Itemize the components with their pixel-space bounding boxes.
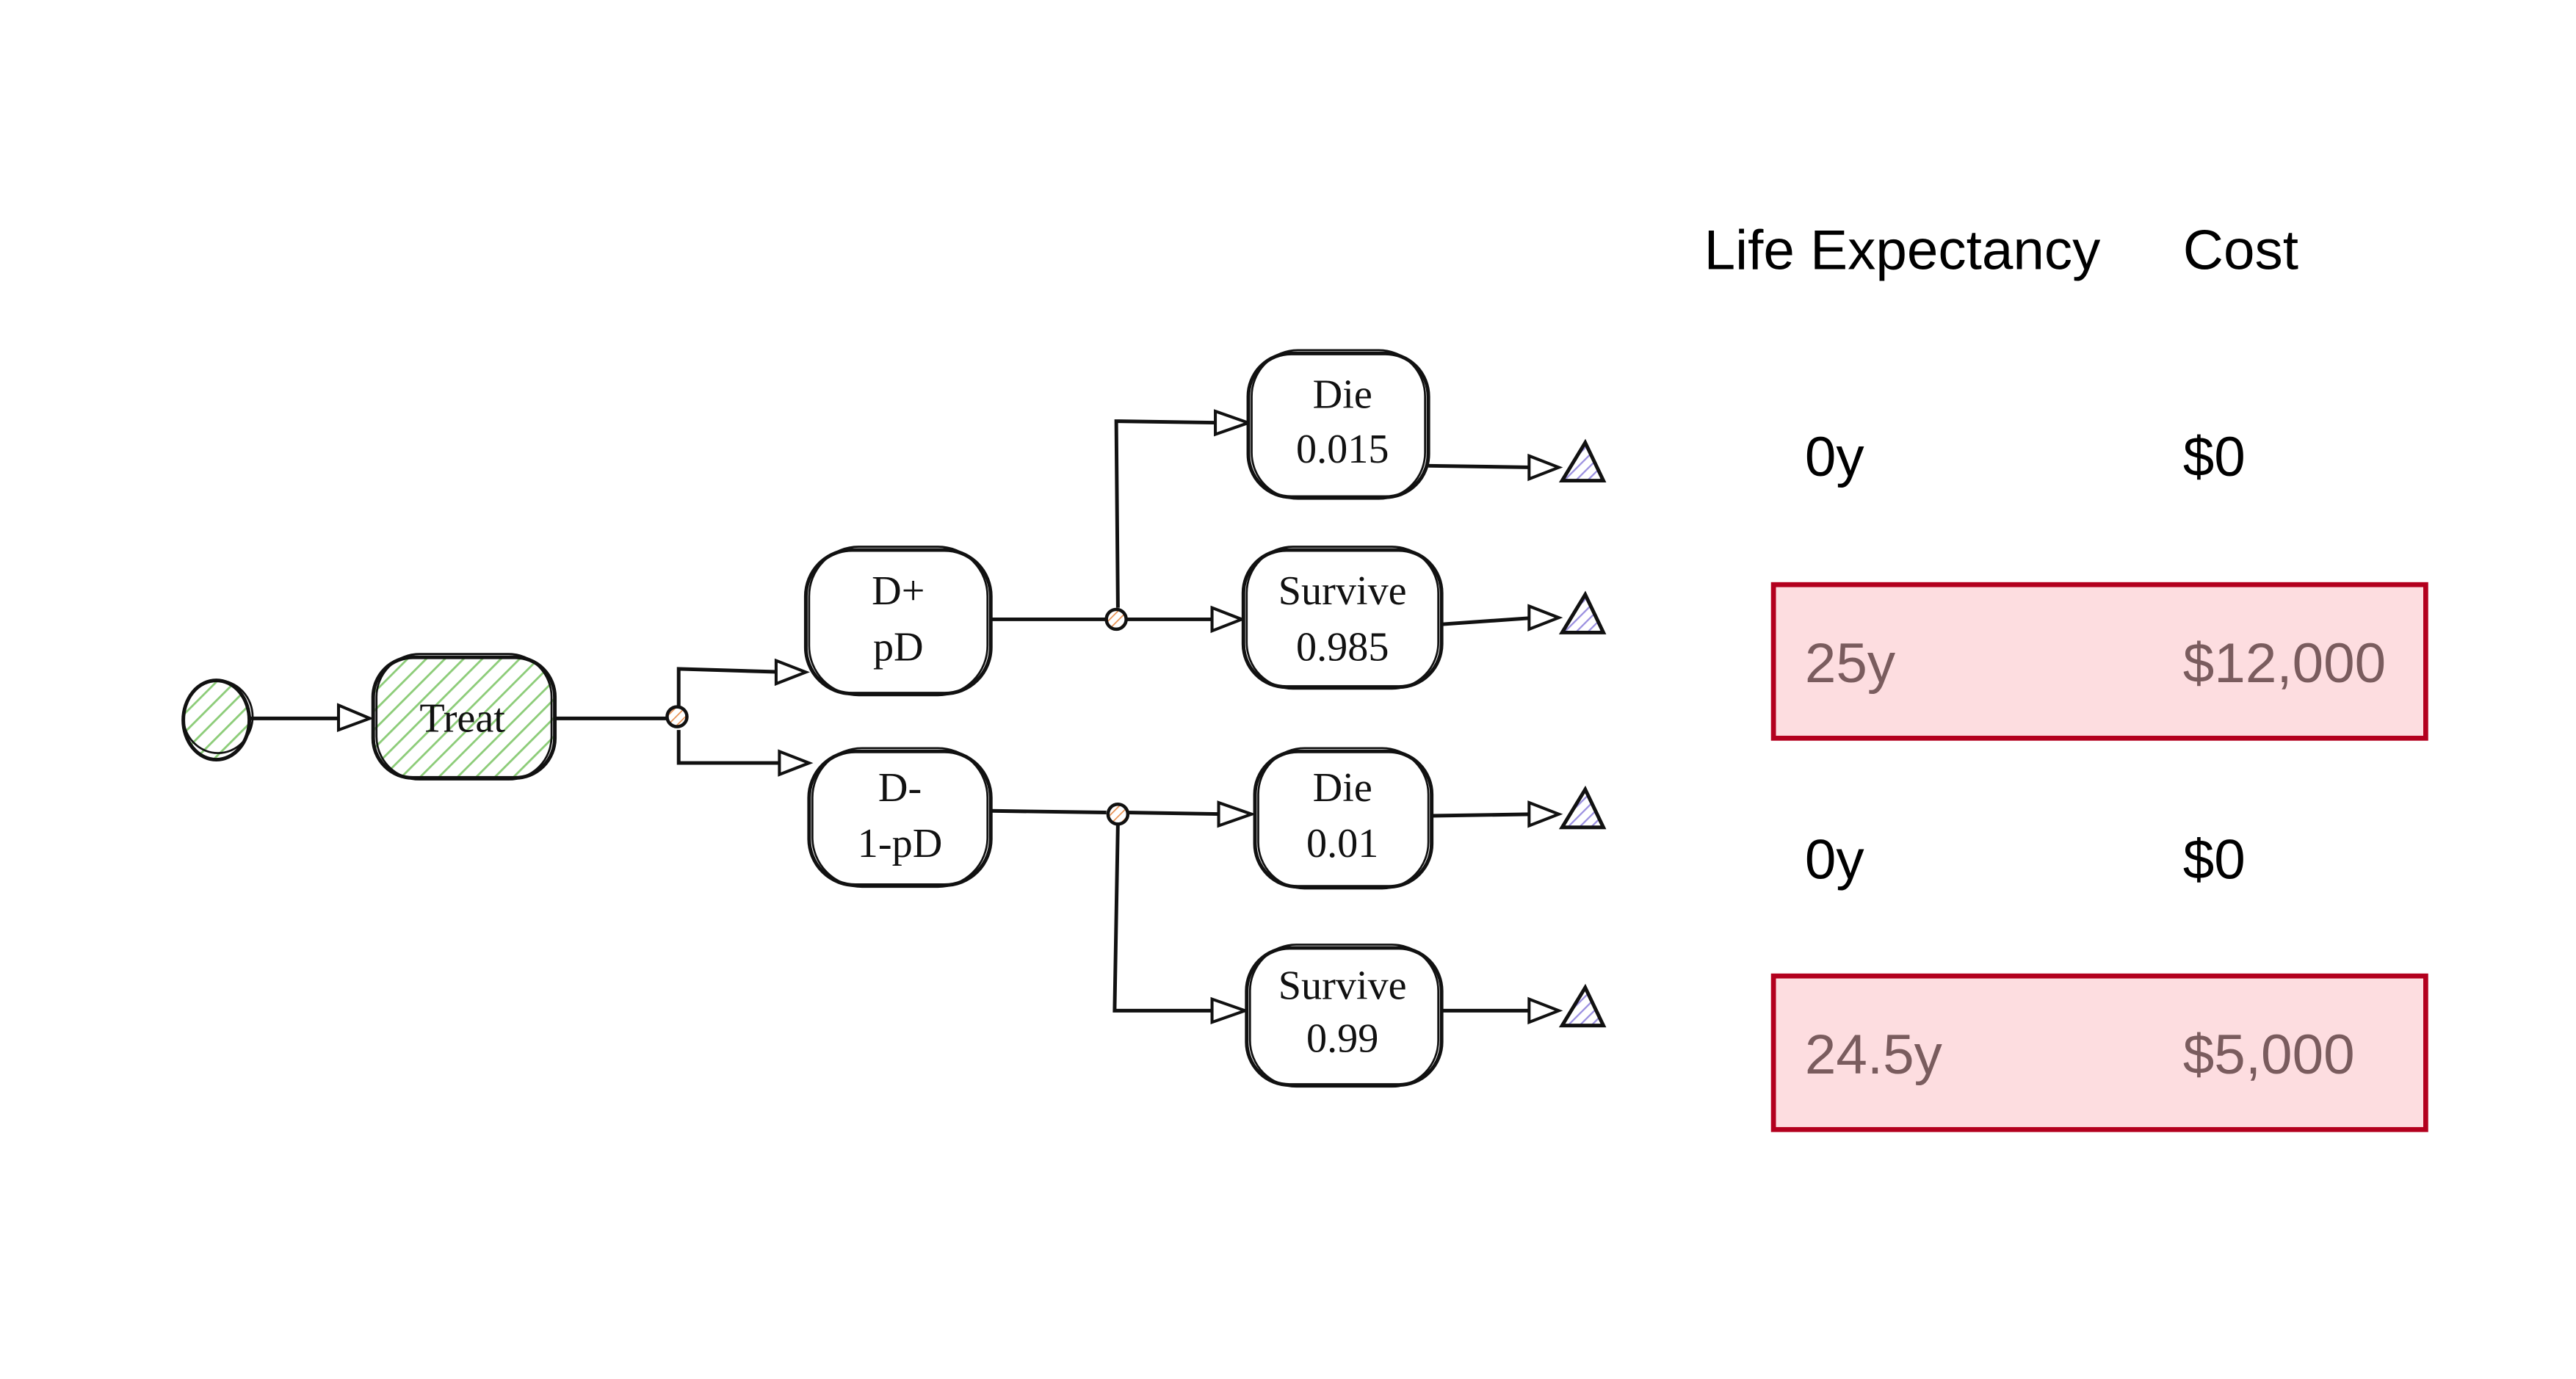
decision-node-treat[interactable]: Treat [371, 653, 557, 781]
row-life: 25y [1805, 632, 1896, 695]
row-life: 0y [1805, 828, 1865, 891]
branch-label: D- [878, 765, 922, 811]
branch-node-d-minus[interactable]: D- 1-pD [807, 747, 993, 888]
decision-label: Treat [419, 695, 505, 741]
outcome-prob: 0.01 [1306, 821, 1378, 866]
row-life: 24.5y [1805, 1024, 1943, 1086]
highlight-box [1770, 973, 2428, 1132]
outcome-prob: 0.015 [1296, 427, 1389, 472]
outcome-label: Die [1313, 765, 1372, 811]
terminal-nodes [1558, 438, 1607, 1028]
arrowhead-icon [1214, 409, 1253, 437]
arrowhead-icon [1217, 800, 1256, 828]
row-life: 0y [1805, 426, 1865, 488]
arrowhead-icon [1527, 800, 1563, 828]
outcome-label: Die [1313, 372, 1372, 418]
arrowhead-icon [336, 703, 375, 732]
outcome-node-die-1[interactable]: Die 0.015 [1246, 349, 1430, 500]
outcome-table: Life Expectancy Cost 0y $0 25y $12,000 0… [1704, 220, 2428, 1132]
arrowhead-icon [1210, 605, 1246, 634]
terminal-triangle-icon[interactable] [1558, 785, 1607, 830]
header-cost: Cost [2183, 220, 2298, 282]
start-node[interactable] [181, 678, 254, 762]
branch-prob: pD [873, 625, 924, 670]
outcome-prob: 0.985 [1296, 625, 1389, 670]
branch-prob: 1-pD [858, 821, 943, 866]
arrowhead-icon [1527, 604, 1563, 631]
outcome-node-die-2[interactable]: Die 0.01 [1253, 747, 1434, 890]
row-cost: $0 [2183, 426, 2246, 488]
arrowheads [336, 409, 1563, 1025]
arrowhead-icon [778, 749, 814, 777]
row-cost: $5,000 [2183, 1024, 2355, 1086]
terminal-triangle-icon[interactable] [1558, 590, 1607, 634]
branch-label: D+ [872, 568, 925, 614]
terminal-triangle-icon[interactable] [1558, 983, 1607, 1028]
chance-node[interactable] [1104, 607, 1128, 631]
highlight-box [1770, 582, 2428, 741]
terminal-triangle-icon[interactable] [1558, 438, 1607, 483]
outcome-node-survive-1[interactable]: Survive 0.985 [1241, 546, 1444, 690]
arrowhead-icon [1527, 996, 1563, 1025]
row-cost: $12,000 [2183, 632, 2386, 695]
outcome-prob: 0.99 [1306, 1016, 1378, 1062]
outcome-label: Survive [1278, 568, 1407, 614]
arrowhead-icon [774, 658, 810, 687]
header-life-expectancy: Life Expectancy [1704, 220, 2101, 282]
chance-node[interactable] [665, 705, 689, 728]
edges [247, 419, 1536, 1013]
outcome-label: Survive [1278, 963, 1407, 1009]
branch-node-d-plus[interactable]: D+ pD [803, 546, 993, 697]
arrowhead-icon [1210, 996, 1250, 1024]
chance-node[interactable] [1106, 803, 1130, 826]
arrowhead-icon [1527, 453, 1563, 482]
row-cost: $0 [2183, 828, 2246, 891]
outcome-node-survive-2[interactable]: Survive 0.99 [1245, 944, 1444, 1088]
